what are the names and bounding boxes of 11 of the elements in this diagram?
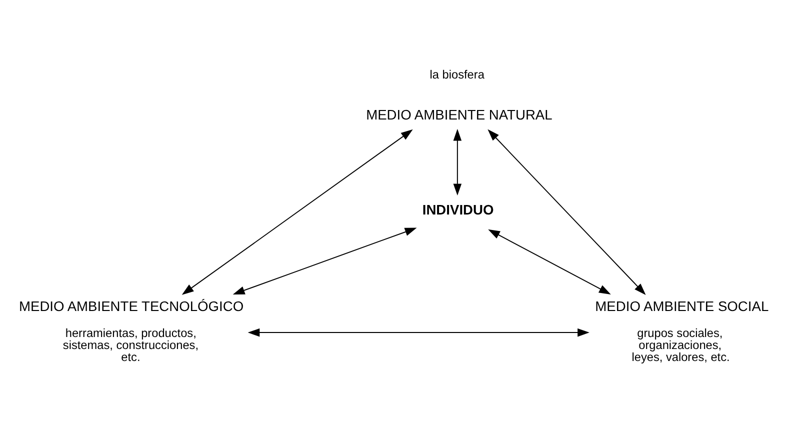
arrow [488, 229, 611, 295]
arrow [488, 129, 646, 296]
arrow [248, 328, 590, 337]
node-label: la biosfera [430, 67, 484, 82]
arrow [182, 129, 413, 295]
arrow [232, 228, 417, 294]
arrow [453, 128, 462, 196]
node-text: MEDIO AMBIENTE SOCIAL grupos sociales, organizaciones, leyes, valores, etc. [595, 298, 769, 364]
node-text: MEDIO AMBIENTE NATURAL [366, 106, 552, 122]
node-text: INDIVIDUO [422, 202, 494, 218]
node-text: MEDIO AMBIENTE TECNOLÓGICO herramientas, productos, sistemas, construcciones, etc. [18, 298, 244, 364]
